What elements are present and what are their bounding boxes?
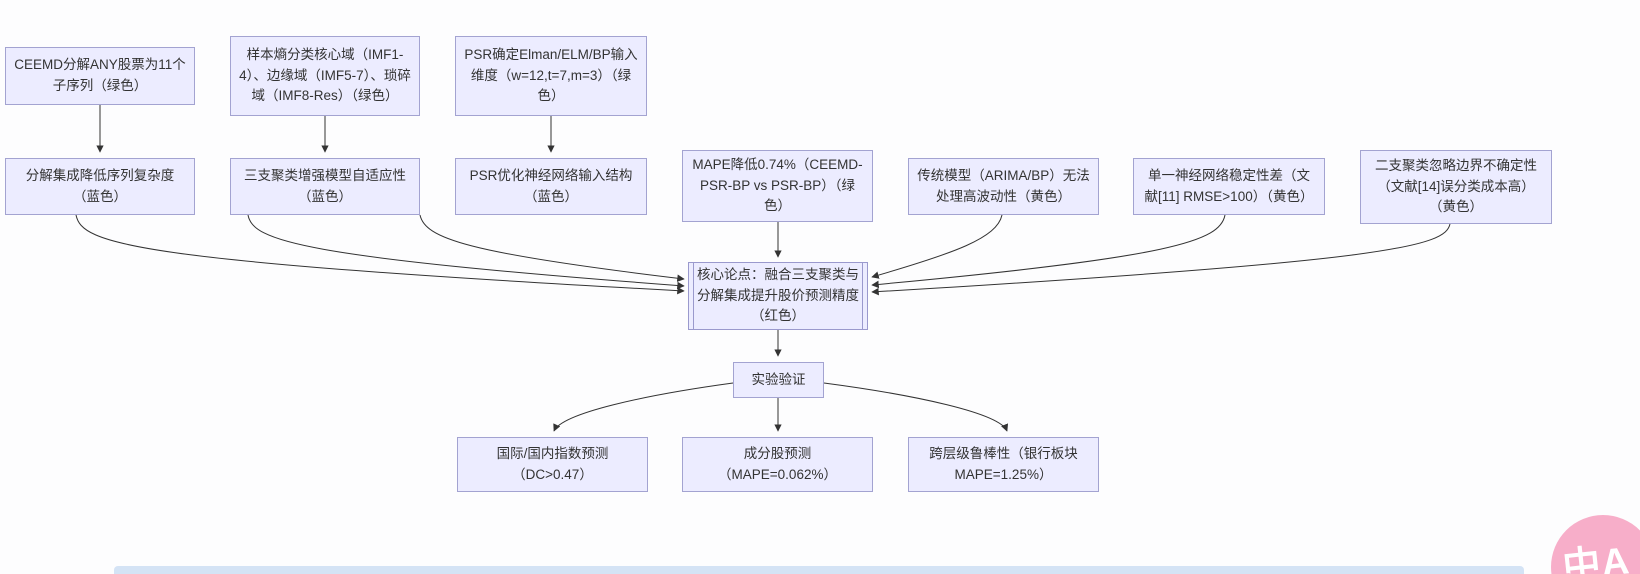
node-cross-level-robustness: 跨层级鲁棒性（银行板块MAPE=1.25%） [908,437,1099,492]
node-traditional-model-limitation: 传统模型（ARIMA/BP）无法处理高波动性（黄色） [908,158,1099,215]
node-constituent-stock-forecast: 成分股预测（MAPE=0.062%） [682,437,873,492]
node-label: MAPE降低0.74%（CEEMD-PSR-BP vs PSR-BP）（绿色） [692,156,863,214]
node-label: 分解集成降低序列复杂度（蓝色） [25,167,175,204]
edge-mid1-core [75,214,685,295]
node-core-thesis: 核心论点：融合三支聚类与分解集成提升股价预测精度（红色） [688,262,868,330]
edge-mid3-core [419,214,685,282]
node-ceemd-decomposition: CEEMD分解ANY股票为11个子序列（绿色） [5,47,195,105]
edge-mid7-core [871,223,1451,296]
node-experiment-validation: 实验验证 [733,362,824,398]
edge-verify-bot3 [823,382,1009,432]
node-label: PSR确定Elman/ELM/BP输入维度（w=12,t=7,m=3）（绿色） [464,46,638,104]
node-mape-reduction: MAPE降低0.74%（CEEMD-PSR-BP vs PSR-BP）（绿色） [682,150,873,222]
node-label: 核心论点：融合三支聚类与分解集成提升股价预测精度（红色） [697,266,859,324]
edge-mid6-core [871,214,1226,289]
node-label: CEEMD分解ANY股票为11个子序列（绿色） [14,57,186,93]
node-index-forecast: 国际/国内指数预测（DC>0.47） [457,437,648,492]
node-psr-optimizes-input-structure: PSR优化神经网络输入结构（蓝色） [455,158,647,215]
translate-icon-label: 中A [1560,539,1633,574]
node-two-way-clustering-limitation: 二支聚类忽略边界不确定性（文献[14]误分类成本高）（黄色） [1360,150,1552,224]
bottom-window-edge [114,566,1524,574]
edge-mid5-core [871,214,1003,279]
node-label: 实验验证 [751,371,806,387]
node-psr-input-dimension: PSR确定Elman/ELM/BP输入维度（w=12,t=7,m=3）（绿色） [455,36,647,116]
node-label: 跨层级鲁棒性（银行板块MAPE=1.25%） [929,445,1078,482]
node-sample-entropy-classification: 样本熵分类核心域（IMF1-4）、边缘域（IMF5-7）、琐碎域（IMF8-Re… [230,36,420,116]
node-label: 三支聚类增强模型自适应性（蓝色） [244,167,406,204]
node-label: 国际/国内指数预测（DC>0.47） [496,445,609,482]
node-label: 二支聚类忽略边界不确定性（文献[14]误分类成本高）（黄色） [1375,157,1537,215]
node-three-way-clustering-adaptivity: 三支聚类增强模型自适应性（蓝色） [230,158,420,215]
node-label: 单一神经网络稳定性差（文献[11] RMSE>100）（黄色） [1144,167,1314,204]
node-label: 传统模型（ARIMA/BP）无法处理高波动性（黄色） [917,167,1090,204]
node-decomposition-reduces-complexity: 分解集成降低序列复杂度（蓝色） [5,158,195,215]
edge-mid2-core [247,214,685,290]
node-label: PSR优化神经网络输入结构（蓝色） [469,167,633,204]
node-label: 成分股预测（MAPE=0.062%） [718,445,837,482]
node-label: 样本熵分类核心域（IMF1-4）、边缘域（IMF5-7）、琐碎域（IMF8-Re… [239,46,411,104]
translate-extension-button[interactable]: 中A [1551,515,1640,574]
node-single-network-instability: 单一神经网络稳定性差（文献[11] RMSE>100）（黄色） [1133,158,1325,215]
edge-verify-bot1 [553,382,734,432]
